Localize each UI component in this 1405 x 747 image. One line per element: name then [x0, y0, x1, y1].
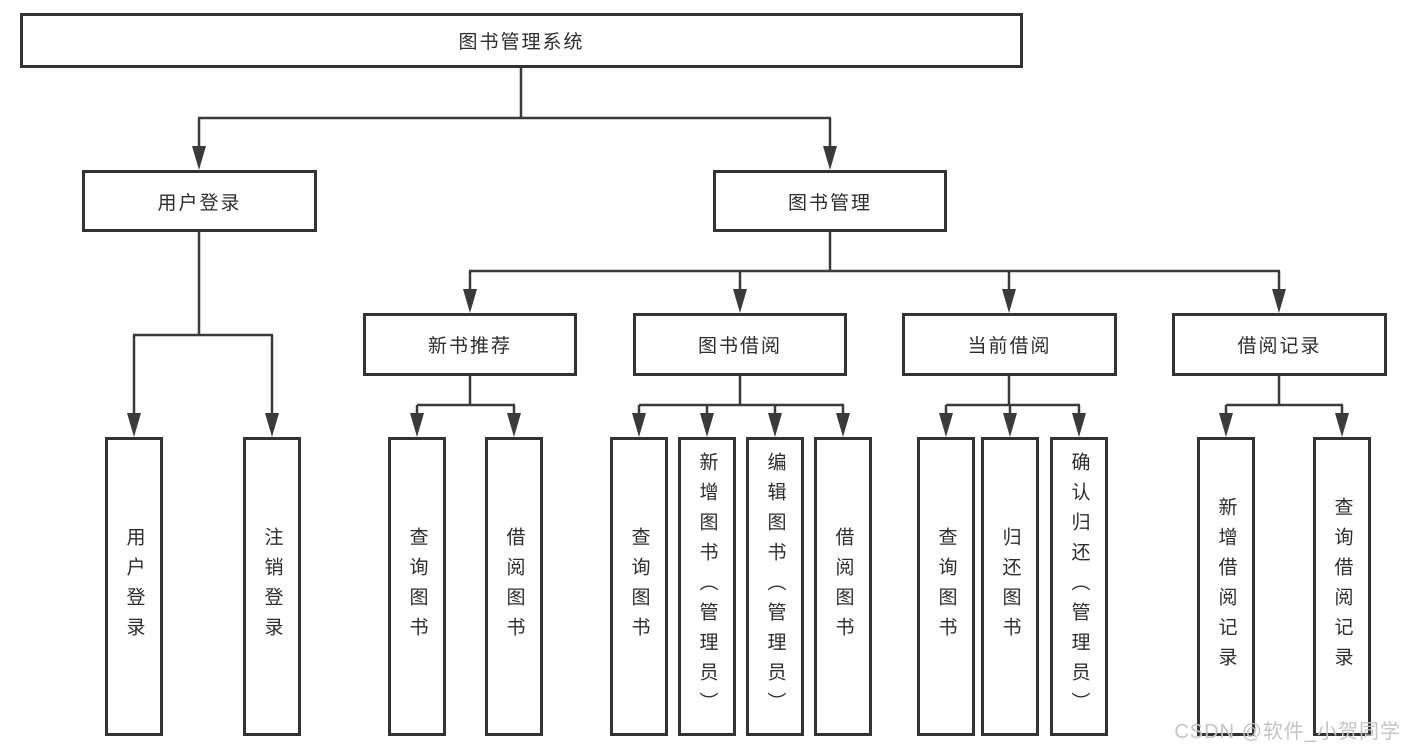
connector-newbooks-to-leaves: [415, 376, 516, 417]
leaf-user-login: 用户登录: [105, 437, 163, 736]
node-book-borrow-label: 图书借阅: [697, 336, 782, 357]
leaf-borrow-borrow-book-label: 借阅图书: [832, 526, 854, 647]
leaf-newbooks-query-book-label: 查询图书: [406, 526, 428, 647]
leaf-newbooks-borrow-book-label: 借阅图书: [503, 526, 525, 647]
leaf-logout: 注销登录: [243, 437, 301, 736]
connector-userlogin-to-leaves: [132, 232, 274, 417]
leaf-borrow-add-book-admin: 新增图书（管理员）: [678, 437, 736, 736]
arrowhead: [265, 413, 279, 437]
arrowhead: [733, 289, 747, 313]
arrowhead: [192, 146, 206, 170]
leaf-current-query-book-label: 查询图书: [935, 526, 957, 647]
arrowhead: [507, 413, 521, 437]
node-user-login: 用户登录: [82, 170, 317, 232]
arrowhead: [463, 289, 477, 313]
node-book-management: 图书管理: [713, 170, 947, 232]
arrowhead: [1219, 413, 1233, 437]
node-book-management-label: 图书管理: [787, 192, 872, 214]
arrowhead: [1003, 413, 1017, 437]
leaf-current-confirm-return-admin: 确认归还（管理员）: [1050, 437, 1108, 736]
arrowhead: [823, 146, 837, 170]
connector-bookmgmt-to-level3: [468, 232, 1281, 293]
connector-currentborrow-to-leaves: [944, 376, 1081, 417]
connector-root-to-level2: [197, 68, 832, 150]
connector-records-to-leaves: [1224, 376, 1344, 417]
node-borrow-records: 借阅记录: [1172, 313, 1387, 376]
leaf-borrow-edit-book-admin: 编辑图书（管理员）: [746, 437, 804, 736]
node-borrow-records-label: 借阅记录: [1237, 336, 1322, 357]
leaf-borrow-borrow-book: 借阅图书: [814, 437, 872, 736]
leaf-records-add-record-label: 新增借阅记录: [1215, 496, 1237, 677]
leaf-current-confirm-return-admin-label: 确认归还（管理员）: [1068, 451, 1090, 722]
node-current-borrow: 当前借阅: [902, 313, 1117, 376]
arrowhead: [1272, 289, 1286, 313]
arrowhead: [632, 413, 646, 437]
arrowhead: [836, 413, 850, 437]
leaf-borrow-query-book: 查询图书: [610, 437, 668, 736]
node-new-book-recommend: 新书推荐: [363, 313, 577, 376]
connector-bookborrow-to-leaves: [637, 376, 845, 417]
leaf-newbooks-borrow-book: 借阅图书: [485, 437, 543, 736]
arrowhead: [700, 413, 714, 437]
arrowhead: [768, 413, 782, 437]
leaf-logout-label: 注销登录: [261, 526, 283, 647]
leaf-user-login-label: 用户登录: [123, 526, 145, 647]
leaf-current-return-book: 归还图书: [981, 437, 1039, 736]
node-root: 图书管理系统: [20, 13, 1023, 68]
arrowhead: [1335, 413, 1349, 437]
leaf-borrow-add-book-admin-label: 新增图书（管理员）: [696, 451, 718, 722]
arrowhead: [1002, 289, 1016, 313]
leaf-records-add-record: 新增借阅记录: [1197, 437, 1255, 736]
arrowhead: [1072, 413, 1086, 437]
node-root-label: 图书管理系统: [458, 32, 585, 53]
leaf-current-query-book: 查询图书: [917, 437, 975, 736]
leaf-borrow-query-book-label: 查询图书: [628, 526, 650, 647]
leaf-current-return-book-label: 归还图书: [999, 526, 1021, 647]
leaf-borrow-edit-book-admin-label: 编辑图书（管理员）: [764, 451, 786, 722]
leaf-newbooks-query-book: 查询图书: [388, 437, 446, 736]
arrowhead: [410, 413, 424, 437]
node-user-login-label: 用户登录: [157, 192, 242, 214]
csdn-watermark: CSDN @软件_小贺同学: [1174, 721, 1401, 743]
node-new-book-recommend-label: 新书推荐: [427, 336, 512, 357]
leaf-records-query-record: 查询借阅记录: [1313, 437, 1371, 736]
arrowhead: [939, 413, 953, 437]
node-current-borrow-label: 当前借阅: [967, 336, 1052, 357]
node-book-borrow: 图书借阅: [633, 313, 847, 376]
leaf-records-query-record-label: 查询借阅记录: [1331, 496, 1353, 677]
arrowhead: [127, 413, 141, 437]
